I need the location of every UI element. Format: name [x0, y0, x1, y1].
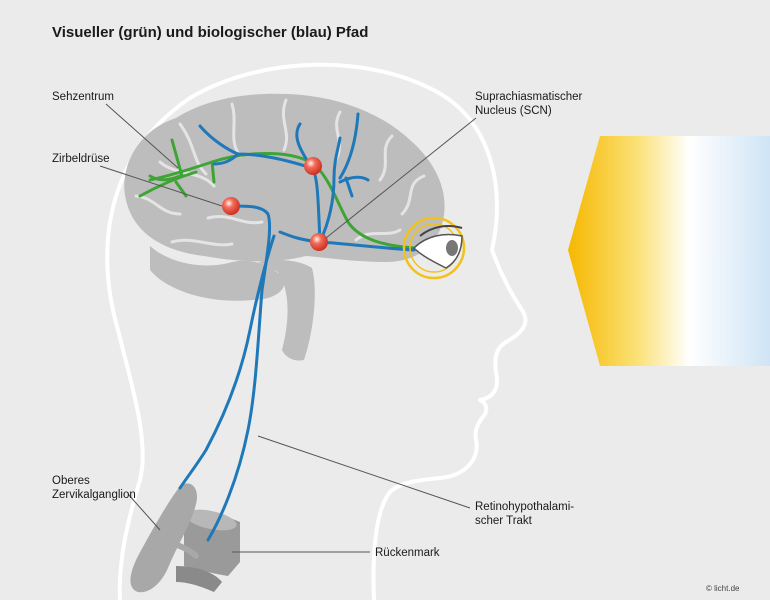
node-scn: [310, 233, 328, 251]
label-ganglion: Oberes Zervikalganglion: [52, 474, 136, 502]
label-trakt-line1: Retinohypothalami-: [475, 501, 575, 513]
label-trakt-line2: scher Trakt: [475, 515, 532, 527]
page-title: Visueller (grün) und biologischer (blau)…: [52, 24, 369, 41]
label-zirbeldruese: Zirbeldrüse: [52, 153, 110, 165]
brain-folds: [134, 98, 426, 247]
spinal-cord: [176, 509, 240, 592]
leader-lines: [99, 103, 477, 553]
label-scn-line2: Nucleus (SCN): [475, 105, 552, 117]
head-silhouette: [105, 62, 528, 600]
label-trakt: Retinohypothalami- scher Trakt: [475, 500, 574, 528]
cervical-ganglion: [130, 483, 198, 593]
light-spectrum: [568, 136, 770, 366]
label-scn: Suprachiasmatischer Nucleus (SCN): [475, 90, 582, 118]
label-scn-line1: Suprachiasmatischer: [475, 91, 583, 103]
ganglion-connector: [167, 539, 199, 559]
eye-icon: [402, 216, 466, 280]
label-sehzentrum: Sehzentrum: [52, 91, 115, 103]
copyright-text: © licht.de: [706, 584, 740, 593]
node-sehzentrum-area: [304, 157, 322, 175]
node-zirbeldruese: [222, 197, 240, 215]
label-ganglion-line1: Oberes: [52, 475, 90, 487]
label-rueckenmark: Rückenmark: [375, 547, 440, 559]
label-ganglion-line2: Zervikalganglion: [52, 489, 136, 501]
brain: [124, 93, 445, 361]
